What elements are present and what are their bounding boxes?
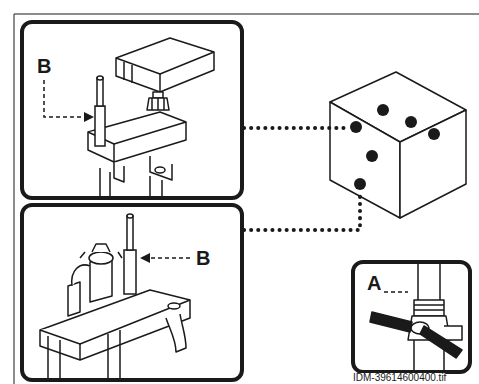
gas-valve [414, 305, 444, 310]
location-dot [405, 116, 417, 128]
leader-line [150, 257, 190, 259]
pilot-cover [116, 38, 214, 92]
thermocouple-pin [124, 250, 136, 294]
detail-panel [22, 205, 242, 380]
thermocouple-pin [97, 76, 103, 80]
gas-valve [414, 300, 444, 316]
thermocouple-pin [127, 216, 133, 250]
detail-panel [22, 22, 242, 198]
thermocouple-pin [124, 214, 136, 294]
callout-letter: B [37, 56, 51, 76]
file-reference: IDM-39614600400.tif [353, 373, 446, 383]
thermocouple-pin [97, 78, 103, 106]
location-dot [354, 178, 366, 190]
pilot-cover [147, 98, 169, 110]
pilot-bracket [155, 167, 165, 173]
pilot-bracket [113, 144, 115, 162]
dotted-link [244, 126, 350, 130]
arrow-head [84, 112, 94, 122]
pilot-cover [152, 98, 164, 110]
valve-lever [370, 312, 412, 332]
pilot-bracket [150, 156, 172, 180]
dotted-link [244, 190, 360, 230]
pilot-burner [166, 314, 186, 352]
pilot-bracket [100, 168, 110, 198]
valve-lever [370, 312, 462, 358]
pilot-burner [89, 252, 113, 264]
thermocouple-pin [95, 106, 105, 146]
valve-lever [420, 326, 462, 358]
pilot-bracket [150, 176, 162, 198]
pilot-burner [68, 282, 80, 316]
pilot-cover [159, 74, 161, 92]
outer-frame [14, 14, 479, 384]
detail-panel [353, 262, 470, 372]
pilot-cover [124, 62, 132, 83]
arrow-head [140, 253, 150, 263]
pilot-burner [48, 336, 60, 378]
gas-valve [418, 264, 440, 300]
pilot-cover [116, 38, 214, 110]
location-dot [428, 128, 440, 140]
pilot-burner [40, 244, 190, 378]
pilot-burner [40, 290, 190, 360]
leader-line [44, 80, 86, 117]
pilot-bracket [114, 162, 124, 182]
detail-panel [22, 205, 242, 380]
detail-panel [353, 262, 470, 372]
arrow-head [84, 112, 94, 122]
leader-line [44, 80, 86, 117]
leader-line [384, 291, 408, 293]
leader-line [384, 291, 408, 293]
pilot-burner [79, 344, 81, 360]
leader-line [150, 257, 190, 259]
outer-frame [14, 14, 479, 384]
boiler-block [330, 102, 400, 218]
pilot-burner [72, 265, 90, 286]
location-dot [366, 150, 378, 162]
pilot-burner [108, 330, 120, 378]
dotted-link [244, 128, 360, 230]
detail-panel [22, 22, 242, 198]
location-dot [350, 121, 362, 133]
gas-valve [444, 326, 462, 340]
pilot-burner [168, 303, 180, 309]
location-dot [377, 104, 389, 116]
gas-valve [408, 264, 462, 370]
location-dot [350, 104, 440, 190]
callout-letter: B [196, 248, 210, 268]
thermocouple-pin [95, 76, 105, 146]
pilot-burner [80, 252, 122, 258]
arrow-head [140, 253, 150, 263]
pilot-cover [153, 92, 163, 98]
callout-letter: A [367, 273, 381, 293]
boiler-block [330, 72, 466, 218]
boiler-block [400, 110, 466, 218]
pilot-burner [92, 244, 110, 252]
pilot-cover [116, 52, 214, 74]
thermocouple-pin [127, 214, 133, 218]
